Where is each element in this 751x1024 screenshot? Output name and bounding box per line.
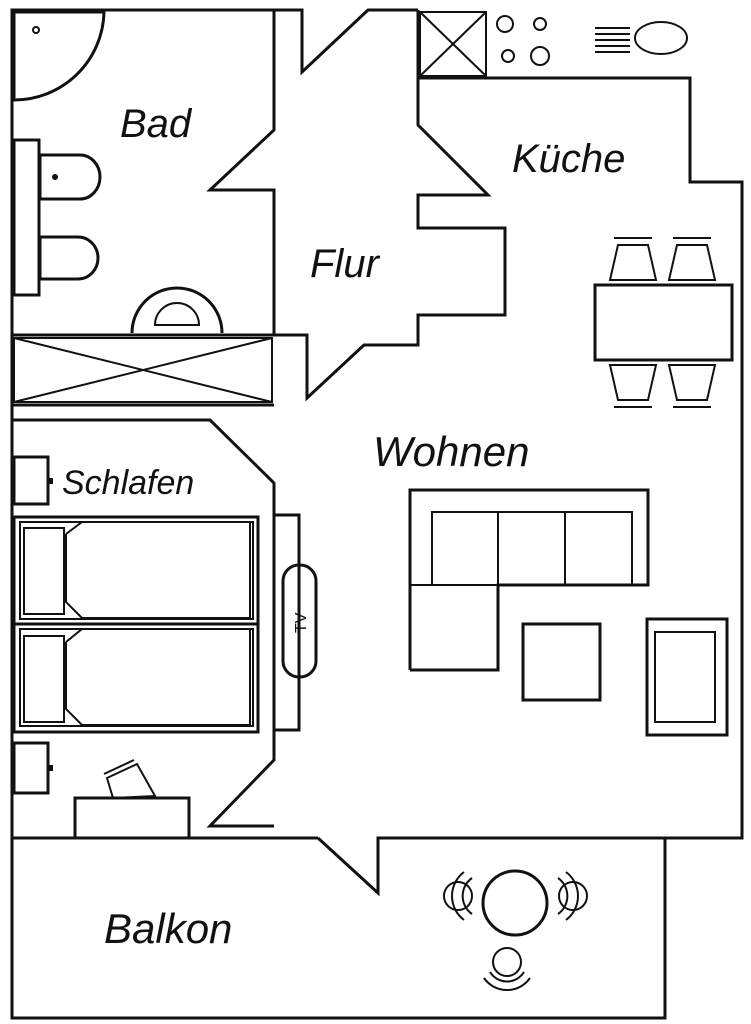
nightstand	[12, 455, 50, 506]
toilet-icon	[38, 153, 102, 201]
room-label-kitchen: Küche	[512, 137, 625, 181]
bidet-icon	[38, 235, 100, 281]
sink-icon	[595, 21, 688, 55]
living-room: Wohnen	[373, 428, 729, 737]
tv-cabinet	[272, 513, 301, 732]
bed-icon	[12, 515, 260, 626]
tv-label: TV	[293, 612, 310, 633]
room-label-balcony: Balkon	[104, 905, 232, 952]
sofa-icon	[408, 488, 650, 672]
dining-table	[593, 283, 734, 362]
kitchen-cabinet	[419, 11, 487, 77]
chair-icon	[667, 364, 717, 408]
tv-icon: TV	[281, 563, 318, 679]
chair-icon	[483, 947, 531, 991]
room-label-bath: Bad	[120, 102, 193, 146]
room-label-living: Wohnen	[373, 428, 529, 475]
sink-counter	[12, 138, 41, 297]
balcony: Balkon	[104, 869, 588, 991]
armchair-icon	[645, 617, 729, 737]
shower-icon	[12, 10, 106, 102]
room-label-hall: Flur	[310, 242, 381, 286]
chair-icon	[667, 237, 717, 281]
chair-icon	[443, 871, 473, 921]
nightstand	[12, 741, 50, 795]
bathroom: Bad	[12, 10, 224, 334]
chair-icon	[557, 871, 588, 921]
wardrobe	[13, 337, 273, 403]
chair-icon	[608, 364, 658, 408]
desk-icon	[73, 759, 191, 840]
stove-icon	[496, 15, 550, 66]
round-table	[481, 869, 549, 937]
chair-icon	[608, 237, 658, 281]
kitchen: Küche	[419, 11, 734, 408]
washbasin-icon	[130, 286, 224, 334]
bed-icon	[12, 622, 260, 734]
room-label-bedroom: Schlafen	[62, 464, 194, 502]
bedroom: Schlafen TV	[12, 455, 318, 840]
coffee-table	[521, 622, 602, 702]
